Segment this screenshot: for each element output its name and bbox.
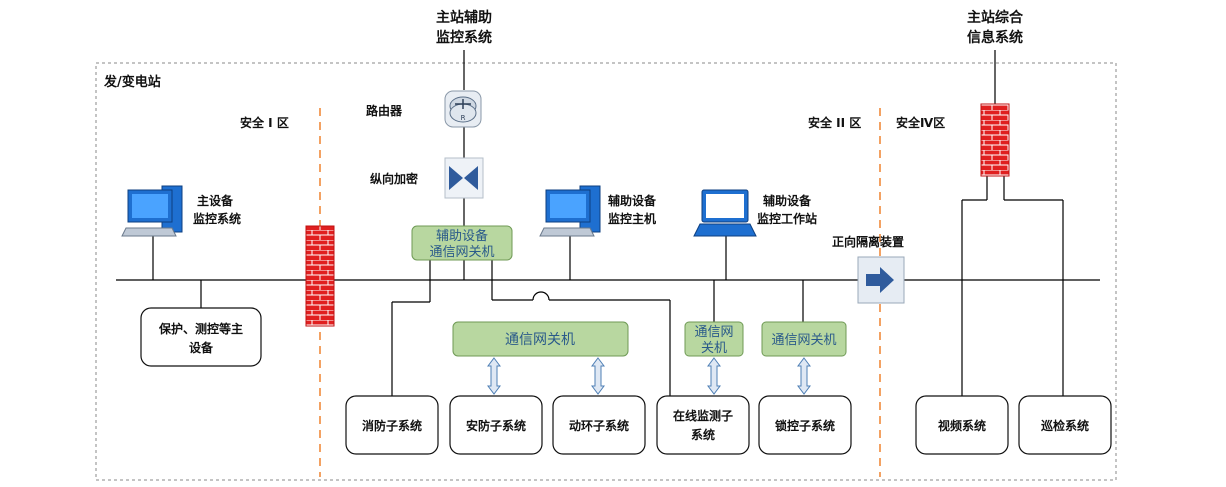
aux-station-label: 辅助设备 监控工作站 — [757, 193, 817, 226]
svg-text:保护、测控等主: 保护、测控等主 — [158, 321, 243, 336]
svg-text:消防子系统: 消防子系统 — [362, 418, 422, 433]
svg-text:通信网关机: 通信网关机 — [505, 332, 575, 348]
protection-device-box: 保护、测控等主 设备 — [140, 307, 262, 367]
svg-text:通信网关机: 通信网关机 — [429, 245, 494, 260]
svg-text:系统: 系统 — [691, 427, 715, 442]
online-gateway: 通信网 关机 — [684, 321, 744, 357]
svg-text:信息系统: 信息系统 — [967, 29, 1023, 46]
isolation-arrow-icon — [857, 256, 905, 304]
svg-text:巡检系统: 巡检系统 — [1041, 418, 1089, 433]
aux-host-label: 辅助设备 监控主机 — [608, 193, 657, 226]
aux-master-label: 主站辅助 监控系统 — [436, 9, 492, 46]
svg-text:通信网: 通信网 — [694, 325, 733, 340]
svg-text:关机: 关机 — [701, 341, 727, 356]
mid-gateway: 通信网关机 — [452, 321, 629, 357]
lock-gateway: 通信网关机 — [761, 321, 847, 357]
svg-text:辅助设备: 辅助设备 — [763, 193, 812, 208]
integrated-info-label: 主站综合 信息系统 — [967, 9, 1024, 46]
router-label: 路由器 — [366, 103, 403, 118]
firewall-top-right — [980, 103, 1010, 177]
station-title: 发/变电站 — [103, 74, 161, 90]
main-monitor-label: 主设备 监控系统 — [193, 193, 241, 226]
isolation-label: 正向隔离装置 — [832, 234, 904, 249]
svg-text:监控系统: 监控系统 — [436, 29, 492, 46]
station-boundary — [95, 62, 1117, 481]
zone1-label: 安全 I 区 — [240, 115, 289, 130]
zone4-label: 安全Ⅳ区 — [896, 115, 945, 130]
svg-text:在线监测子: 在线监测子 — [673, 408, 733, 423]
svg-text:主站辅助: 主站辅助 — [436, 9, 492, 26]
firewall-zone1 — [305, 225, 335, 327]
video-system-box: 视频系统 — [915, 395, 1009, 455]
svg-text:监控主机: 监控主机 — [608, 211, 656, 226]
lock-subsystem-box: 锁控子系统 — [758, 395, 852, 455]
encryption-icon — [444, 157, 484, 199]
main-monitor-computer-icon — [121, 185, 183, 237]
router-icon: R — [444, 90, 482, 128]
connections — [152, 50, 1064, 396]
svg-text:通信网关机: 通信网关机 — [771, 333, 836, 348]
svg-text:主设备: 主设备 — [197, 193, 234, 208]
svg-text:锁控子系统: 锁控子系统 — [775, 418, 835, 433]
encryption-label: 纵向加密 — [370, 171, 418, 186]
svg-text:辅助设备: 辅助设备 — [436, 228, 488, 244]
bidirectional-arrows — [487, 357, 811, 395]
zone2-label: 安全 II 区 — [808, 115, 861, 130]
security-subsystem-box: 安防子系统 — [449, 395, 543, 455]
svg-text:监控工作站: 监控工作站 — [757, 211, 817, 226]
svg-text:视频系统: 视频系统 — [938, 418, 986, 433]
svg-text:动环子系统: 动环子系统 — [569, 418, 629, 433]
svg-text:辅助设备: 辅助设备 — [608, 193, 657, 208]
aux-host-computer-icon — [539, 185, 601, 237]
patrol-system-box: 巡检系统 — [1018, 395, 1112, 455]
env-subsystem-box: 动环子系统 — [552, 395, 646, 455]
online-subsystem-box: 在线监测子 系统 — [656, 395, 750, 455]
svg-text:监控系统: 监控系统 — [193, 211, 241, 226]
aux-station-laptop-icon — [693, 189, 757, 237]
svg-text:安防子系统: 安防子系统 — [466, 418, 526, 433]
svg-text:主站综合: 主站综合 — [967, 9, 1024, 26]
svg-text:设备: 设备 — [189, 340, 214, 355]
svg-text:R: R — [461, 114, 466, 122]
fire-subsystem-box: 消防子系统 — [345, 395, 439, 455]
aux-gateway: 辅助设备 通信网关机 — [411, 225, 513, 261]
